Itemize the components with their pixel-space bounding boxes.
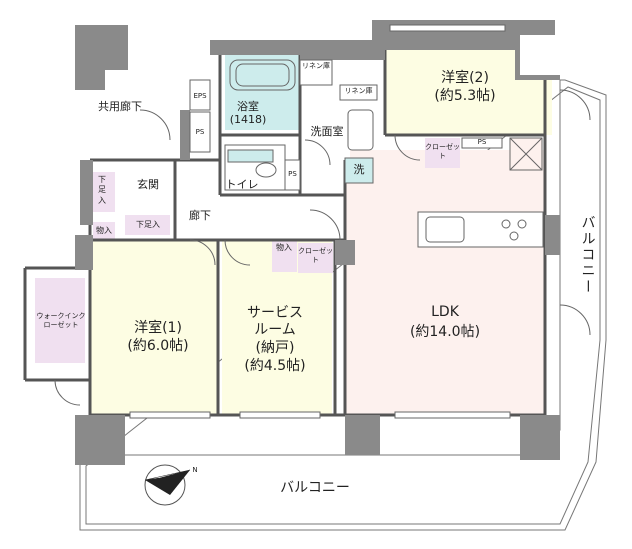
washer-space: [344, 157, 374, 184]
eps-box: [189, 79, 211, 111]
shoe-box-bottom-label: 下足入: [136, 220, 160, 229]
bath-inner: [235, 63, 290, 87]
closet-service-label: クローゼット: [298, 247, 333, 265]
linen-1-label: リネン庫: [302, 62, 330, 70]
service-room-line3: (納戸): [255, 340, 295, 356]
western-room-1-area: (約6.0帖): [127, 338, 189, 354]
shoe-box-left-floor: [93, 172, 115, 212]
washroom-label: 洗面室: [310, 125, 344, 138]
closet-room2-floor: [425, 138, 460, 168]
ps-toilet-label: PS: [288, 170, 297, 178]
toilet-tank: [227, 149, 274, 163]
closet-room2-label: クローゼット: [425, 143, 460, 161]
bathroom-size: (1418): [229, 113, 267, 126]
common-corridor-label: 共用廊下: [98, 100, 142, 113]
ldk-floor: [345, 160, 545, 415]
storage-entrance-floor: [93, 222, 115, 240]
walk-in-closet-floor: [35, 278, 85, 363]
ps-box-toilet: [284, 159, 301, 191]
service-room-line1: サービス: [247, 305, 303, 321]
balcony-south-label: バルコニー: [280, 480, 350, 496]
burner-2: [517, 219, 527, 229]
linen-box-2: [339, 84, 378, 101]
ps-room2-label: PS: [477, 138, 487, 146]
structural-walls: [75, 20, 560, 465]
walk-in-closet-label: ウォークインクローゼット: [36, 312, 86, 330]
linen-2-label: リネン庫: [344, 87, 373, 95]
hallway-label: 廊下: [189, 209, 211, 222]
balcony-area: [79, 79, 607, 531]
door-swings: [54, 89, 591, 406]
kitchen-sink: [425, 216, 465, 243]
ps-box-corridor: [189, 111, 211, 153]
toilet-bowl: [255, 162, 277, 178]
shoe-box-bottom-floor: [125, 215, 170, 235]
windows: [129, 24, 511, 419]
storage-service-floor: [272, 240, 297, 272]
room-floors: [35, 30, 552, 415]
western-room-2-name: 洋室(2): [441, 70, 489, 86]
washbasin: [347, 109, 374, 151]
eps-label: EPS: [193, 92, 207, 100]
western-room-2-floor: [385, 30, 552, 135]
washer-label: 洗: [353, 163, 365, 176]
shoe-box-left-label: 下足入: [98, 175, 106, 205]
service-room-line2: ルーム: [254, 322, 296, 338]
compass: [144, 464, 191, 506]
compass-north-label: N: [192, 466, 198, 474]
western-room-2-area: (約5.3帖): [434, 88, 496, 104]
fixtures: [189, 59, 544, 248]
service-room-area: (約4.5帖): [244, 358, 306, 374]
burner-1: [501, 219, 511, 229]
storage-entrance-label: 物入: [96, 226, 112, 235]
ps-box-room2: [461, 137, 503, 149]
toilet-label: トイレ: [225, 178, 259, 191]
storage-service-label: 物入: [276, 243, 292, 252]
closet-service-floor: [298, 243, 333, 273]
ps-corridor-label: PS: [195, 128, 205, 136]
bathroom-name: 浴室: [237, 100, 259, 113]
western-room-1-floor: [90, 240, 218, 415]
linen-box-1: [299, 59, 333, 86]
western-room-1-name: 洋室(1): [134, 320, 182, 336]
balcony-east-label: バルコニー: [579, 215, 596, 295]
burner-3: [509, 231, 519, 241]
entrance-label: 玄関: [137, 178, 159, 191]
ldk-name: LDK: [431, 304, 459, 320]
ldk-area: (約14.0帖): [409, 324, 481, 340]
